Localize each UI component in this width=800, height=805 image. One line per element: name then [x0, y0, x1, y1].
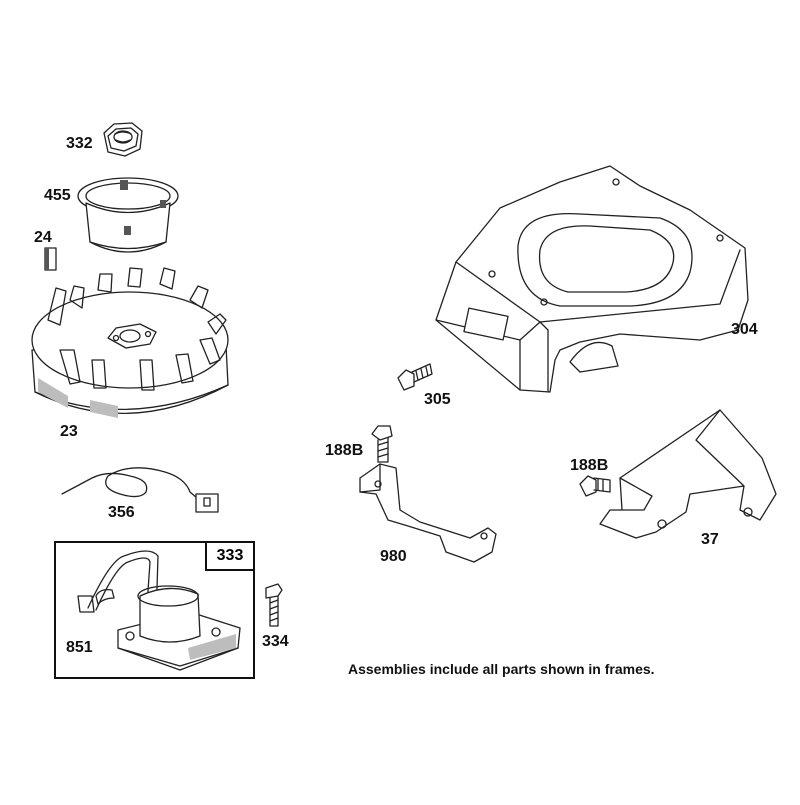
- label-356: 356: [108, 504, 135, 521]
- assembly-frame-333: [54, 541, 255, 679]
- label-455: 455: [44, 187, 71, 204]
- bracket-980: [359, 463, 497, 563]
- label-851: 851: [66, 639, 93, 656]
- screw-188b-right: [579, 475, 611, 497]
- assembly-note: Assemblies include all parts shown in fr…: [348, 661, 655, 677]
- bracket-37: [599, 409, 777, 539]
- hex-nut-332: [103, 122, 143, 157]
- starter-cup-455: [77, 177, 179, 253]
- label-334: 334: [262, 633, 289, 650]
- label-188b-left: 188B: [325, 442, 364, 459]
- label-305: 305: [424, 391, 451, 408]
- blower-housing-304: [435, 165, 749, 393]
- screw-305: [397, 363, 433, 391]
- flywheel-key-24: [44, 247, 57, 271]
- assembly-tag-333: 333: [205, 541, 255, 571]
- label-23: 23: [60, 423, 78, 440]
- label-332: 332: [66, 135, 93, 152]
- ground-wire-356: [61, 467, 219, 513]
- label-37: 37: [701, 531, 719, 548]
- label-980: 980: [380, 548, 407, 565]
- label-188b-right: 188B: [570, 457, 609, 474]
- flywheel-23: [31, 267, 229, 418]
- ignition-coil-851: [77, 550, 241, 671]
- screw-334: [265, 583, 283, 627]
- label-24: 24: [34, 229, 52, 246]
- label-304: 304: [731, 321, 758, 338]
- screw-188b-left: [371, 425, 393, 463]
